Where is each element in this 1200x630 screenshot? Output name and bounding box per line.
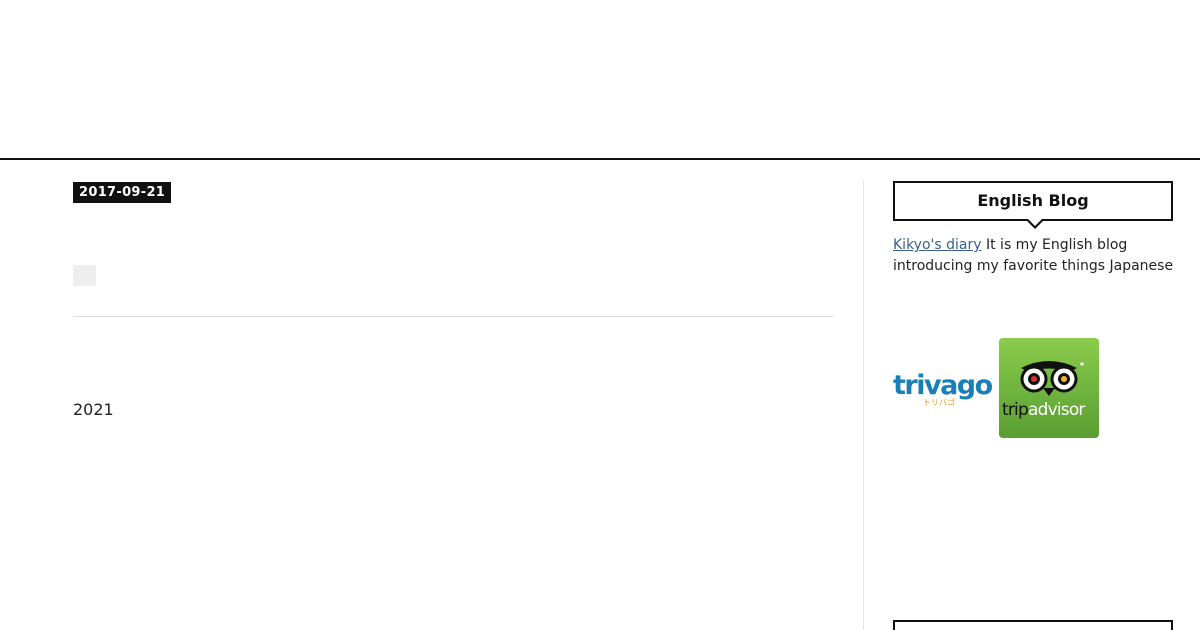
widget-title-english-blog: English Blog (893, 181, 1173, 229)
svg-text:tripadvisor: tripadvisor (1002, 400, 1085, 420)
content-divider (73, 316, 833, 317)
post-date-badge[interactable]: 2017-09-21 (73, 182, 172, 203)
sidebar: English Blog Kikyo's diary It is my Engl… (893, 181, 1173, 438)
english-blog-description: It is my English blog introducing my fav… (893, 237, 1174, 274)
site-header (0, 0, 1200, 160)
sidebar-divider (863, 181, 864, 630)
kikyos-diary-link[interactable]: Kikyo's diary (893, 237, 982, 253)
main-content: 2017-09-21 2021 (73, 181, 833, 419)
tripadvisor-owl-icon: tripadvisor (1002, 361, 1086, 420)
tripadvisor-logo-link[interactable]: tripadvisor (999, 338, 1099, 438)
next-widget-title-box (893, 620, 1173, 630)
year-text: 2021 (73, 400, 114, 419)
widget-text-english-blog: Kikyo's diary It is my English blog intr… (893, 235, 1178, 277)
trivago-logo-subtext: トリバゴ (923, 397, 955, 407)
tripadvisor-text-trip: trip (1002, 400, 1028, 420)
trivago-logo-link[interactable]: trivago トリバゴ (893, 368, 994, 408)
svg-text:trivago: trivago (893, 370, 993, 401)
trivago-logo: trivago トリバゴ (893, 370, 994, 407)
trivago-logo-text: trivago (893, 370, 993, 401)
travel-badges: trivago トリバゴ (893, 338, 1173, 438)
image-placeholder (73, 265, 96, 286)
tripadvisor-text-advisor: advisor (1028, 400, 1085, 420)
